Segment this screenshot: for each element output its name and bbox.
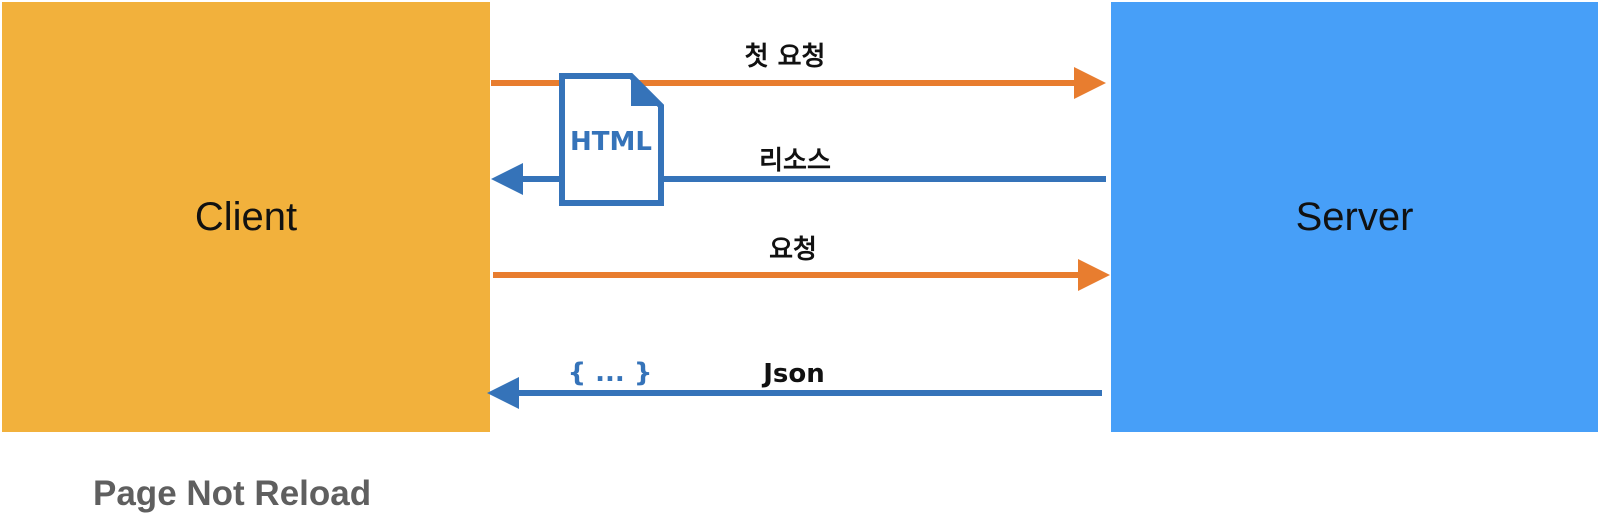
server-label: Server bbox=[1295, 194, 1414, 239]
arrow-label-resource: 리소스 bbox=[759, 146, 831, 176]
client-label: Client bbox=[194, 194, 298, 239]
html-file-icon: HTML bbox=[559, 73, 664, 206]
arrow-label-request: 요청 bbox=[769, 235, 817, 265]
footer-caption: Page Not Reload bbox=[93, 474, 371, 513]
arrow-label-first-request: 첫 요청 bbox=[745, 42, 826, 72]
arrow-json bbox=[487, 377, 1102, 409]
arrow-label-json: Json bbox=[761, 359, 825, 389]
arrow-request bbox=[493, 259, 1110, 291]
client-box: Client bbox=[2, 2, 490, 432]
server-box: Server bbox=[1111, 2, 1598, 432]
json-braces-icon: { ... } bbox=[568, 358, 653, 388]
html-file-label: HTML bbox=[570, 127, 652, 157]
